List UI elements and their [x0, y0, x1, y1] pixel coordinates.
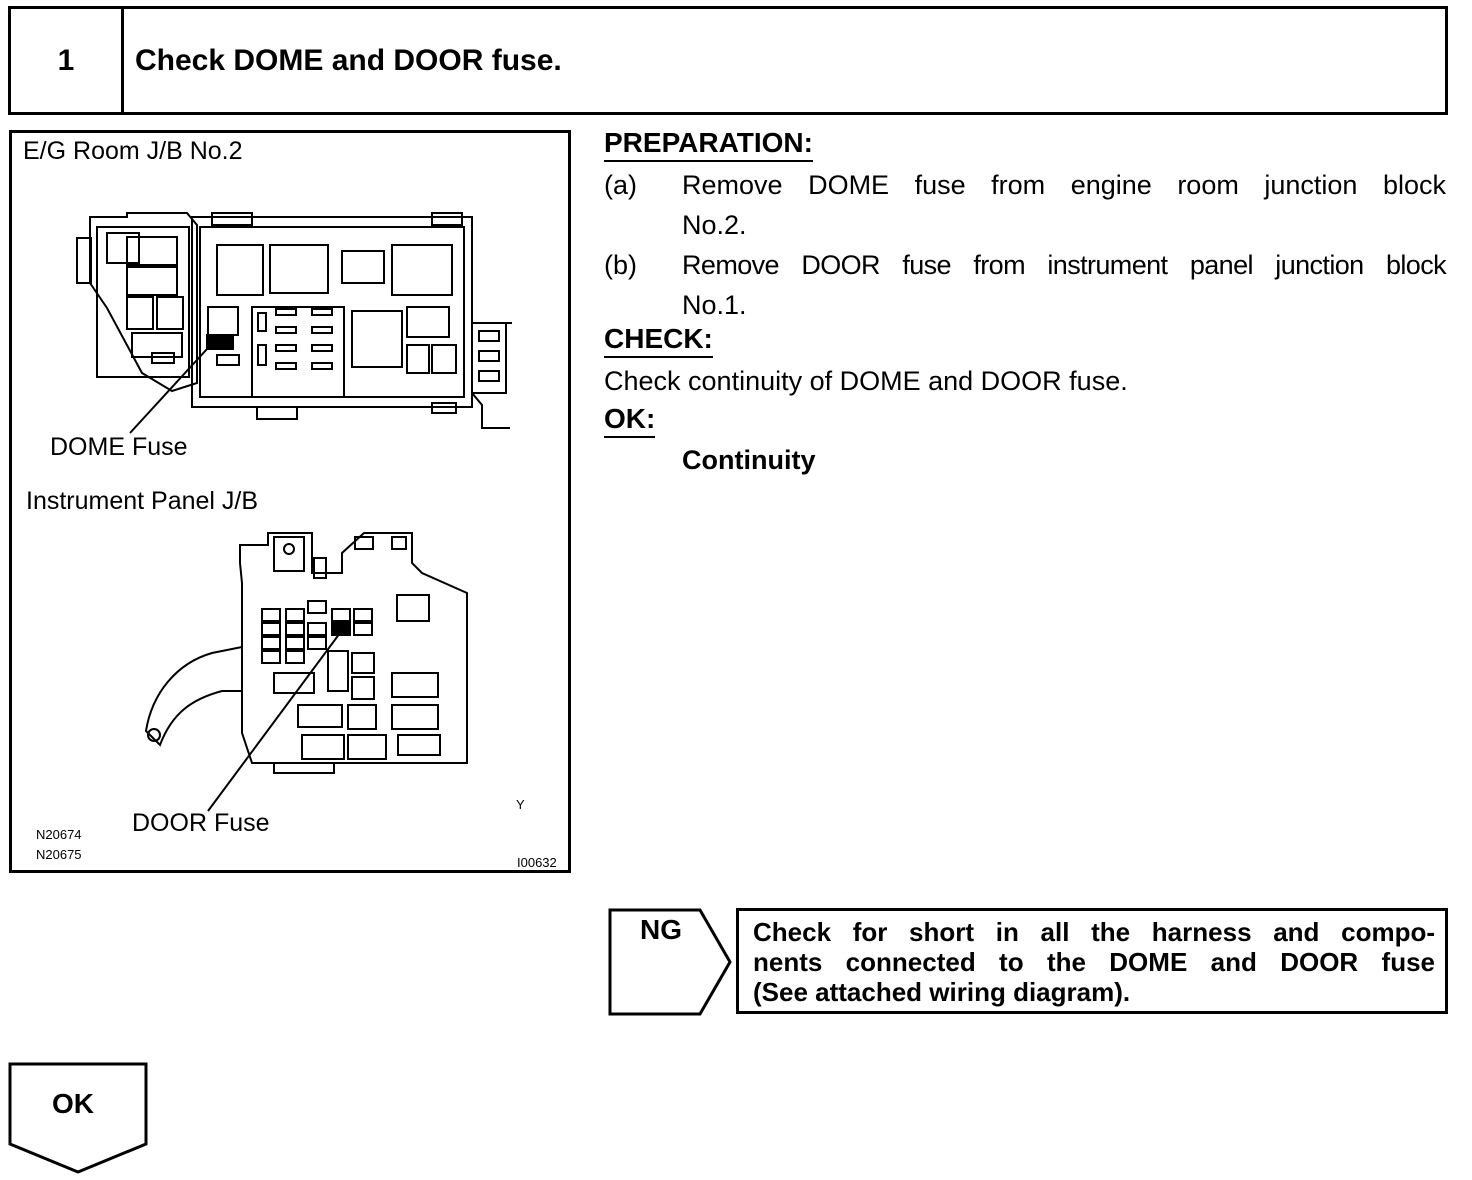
- step-header: 1 Check DOME and DOOR fuse.: [8, 6, 1448, 115]
- engine-room-junction-block-drawing: [76, 212, 512, 434]
- check-heading: CHECK:: [604, 324, 713, 358]
- label-instrument-panel-jb: Instrument Panel J/B: [26, 487, 259, 515]
- illustration-code-id: I00632: [517, 855, 557, 870]
- step-title: Check DOME and DOOR fuse.: [135, 44, 562, 77]
- check-text: Check continuity of DOME and DOOR fuse.: [604, 366, 1128, 396]
- label-door-fuse: DOOR Fuse: [132, 809, 270, 837]
- ok-spec-value: Continuity: [682, 445, 816, 475]
- preparation-heading: PREPARATION:: [604, 128, 813, 162]
- ng-arrow-shape: [608, 908, 732, 1016]
- label-dome-fuse: DOME Fuse: [50, 433, 188, 461]
- ng-label: NG: [640, 914, 682, 945]
- label-engine-room-jb: E/G Room J/B No.2: [23, 137, 243, 165]
- prep-b-line1: Remove DOOR fuse from instrument panel j…: [682, 250, 1447, 280]
- ng-line-1: Check for short in all the harness and c…: [753, 917, 1435, 947]
- illustration-code-1: N20674: [36, 827, 82, 842]
- fuse-location-illustration: E/G Room J/B No.2 DOME Fuse Instrument P…: [9, 130, 571, 873]
- instrument-panel-junction-block-drawing: [144, 532, 468, 812]
- junction-block-drawings: [76, 212, 512, 812]
- ok-spec-heading: OK:: [604, 404, 656, 438]
- prep-a-marker: (a): [604, 170, 637, 200]
- ng-line-2: nents connected to the DOME and DOOR fus…: [753, 947, 1435, 977]
- ok-arrow-shape: [8, 1062, 148, 1174]
- prep-a-line2: No.2.: [682, 210, 747, 240]
- prep-a-line1: Remove DOME fuse from engine room juncti…: [682, 170, 1446, 200]
- ng-action-box: Check for short in all the harness and c…: [736, 908, 1448, 1014]
- step-number: 1: [11, 9, 124, 112]
- ng-line-3: (See attached wiring diagram).: [753, 977, 1131, 1007]
- illustration-code-2: N20675: [36, 847, 82, 862]
- illustration-mark-y: Y: [516, 797, 525, 812]
- ok-label: OK: [52, 1088, 94, 1119]
- prep-b-line2: No.1.: [682, 290, 747, 320]
- prep-b-marker: (b): [604, 250, 637, 280]
